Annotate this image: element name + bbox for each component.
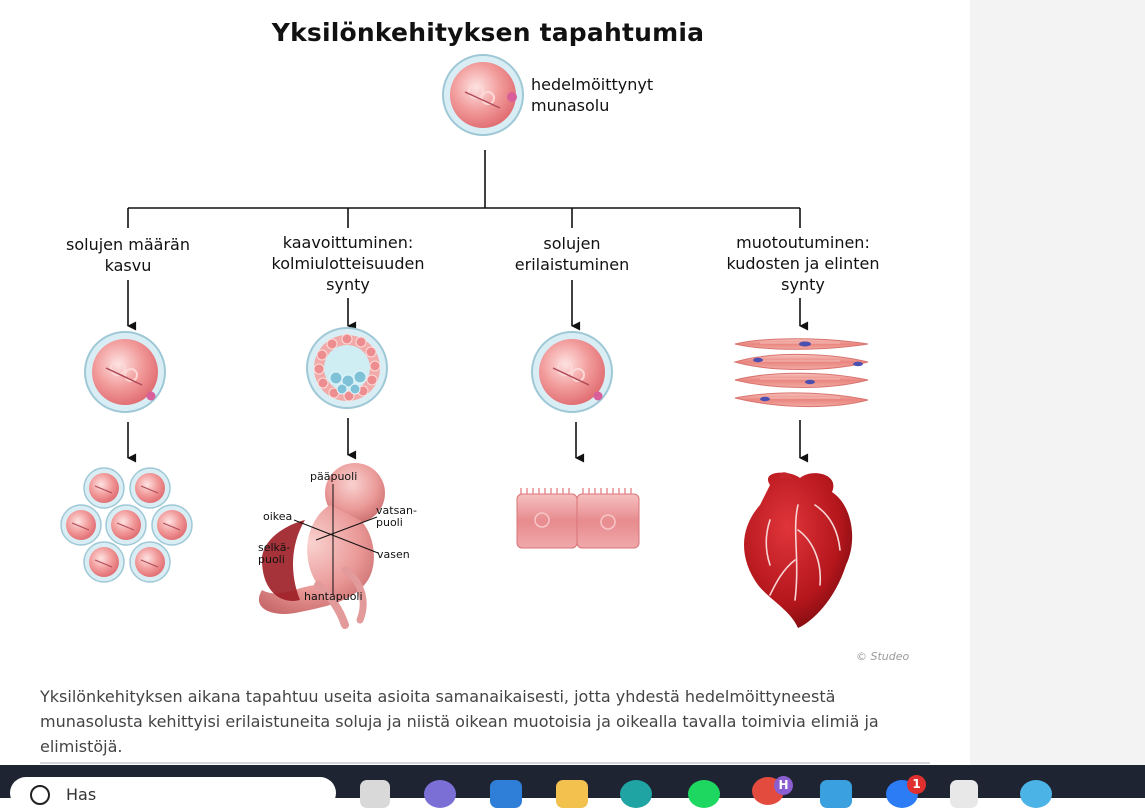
- embryo-label-left: vasen: [377, 548, 410, 561]
- cell-cluster: [60, 467, 193, 583]
- store-icon[interactable]: [490, 780, 522, 808]
- taskbar: Has H 1: [0, 765, 1145, 809]
- figure-caption: Yksilönkehityksen aikana tapahtuu useita…: [40, 687, 879, 756]
- embryo-label-right: oikea: [263, 510, 293, 523]
- development-diagram: [60, 54, 869, 629]
- embryo: [258, 463, 385, 629]
- search-icon: [30, 785, 50, 805]
- edge-browser-icon[interactable]: [620, 780, 652, 808]
- notification-badge: 1: [907, 775, 926, 794]
- spotify-icon[interactable]: [688, 780, 720, 808]
- single-cell-3: [531, 331, 613, 413]
- chrome-profile-badge: H: [774, 776, 793, 795]
- file-explorer-icon[interactable]: [556, 780, 588, 808]
- epithelial-tissue: [512, 485, 643, 553]
- blastula: [306, 327, 388, 409]
- calendar-icon[interactable]: [950, 780, 978, 808]
- heart: [744, 472, 853, 628]
- content-area: Yksilönkehityksen tapahtumia: [40, 18, 930, 764]
- embryo-label-head: pääpuoli: [310, 470, 358, 483]
- embryo-label-tail: hantapuoli: [304, 590, 363, 603]
- image-credit: © Studeo: [856, 650, 910, 663]
- globe-icon[interactable]: [1020, 780, 1052, 808]
- arrows: [127, 280, 809, 463]
- embryo-label-dorsal: selkä-puoli: [258, 541, 291, 566]
- chat-app-icon[interactable]: [424, 780, 456, 808]
- section-divider: [40, 762, 930, 764]
- tree-connector: [127, 150, 801, 228]
- right-side-panel: [970, 0, 1145, 765]
- task-view-icon[interactable]: [360, 780, 390, 808]
- zygote-cell: [442, 54, 524, 136]
- embryo-label-ventral: vatsan-puoli: [376, 504, 417, 529]
- single-cell-1: [84, 331, 166, 413]
- muscle-fibres: [733, 338, 869, 408]
- diagram-title: Yksilönkehityksen tapahtumia: [271, 18, 705, 47]
- photos-icon[interactable]: [820, 780, 852, 808]
- search-input[interactable]: Has: [66, 785, 97, 804]
- taskbar-search-box[interactable]: Has: [10, 777, 336, 809]
